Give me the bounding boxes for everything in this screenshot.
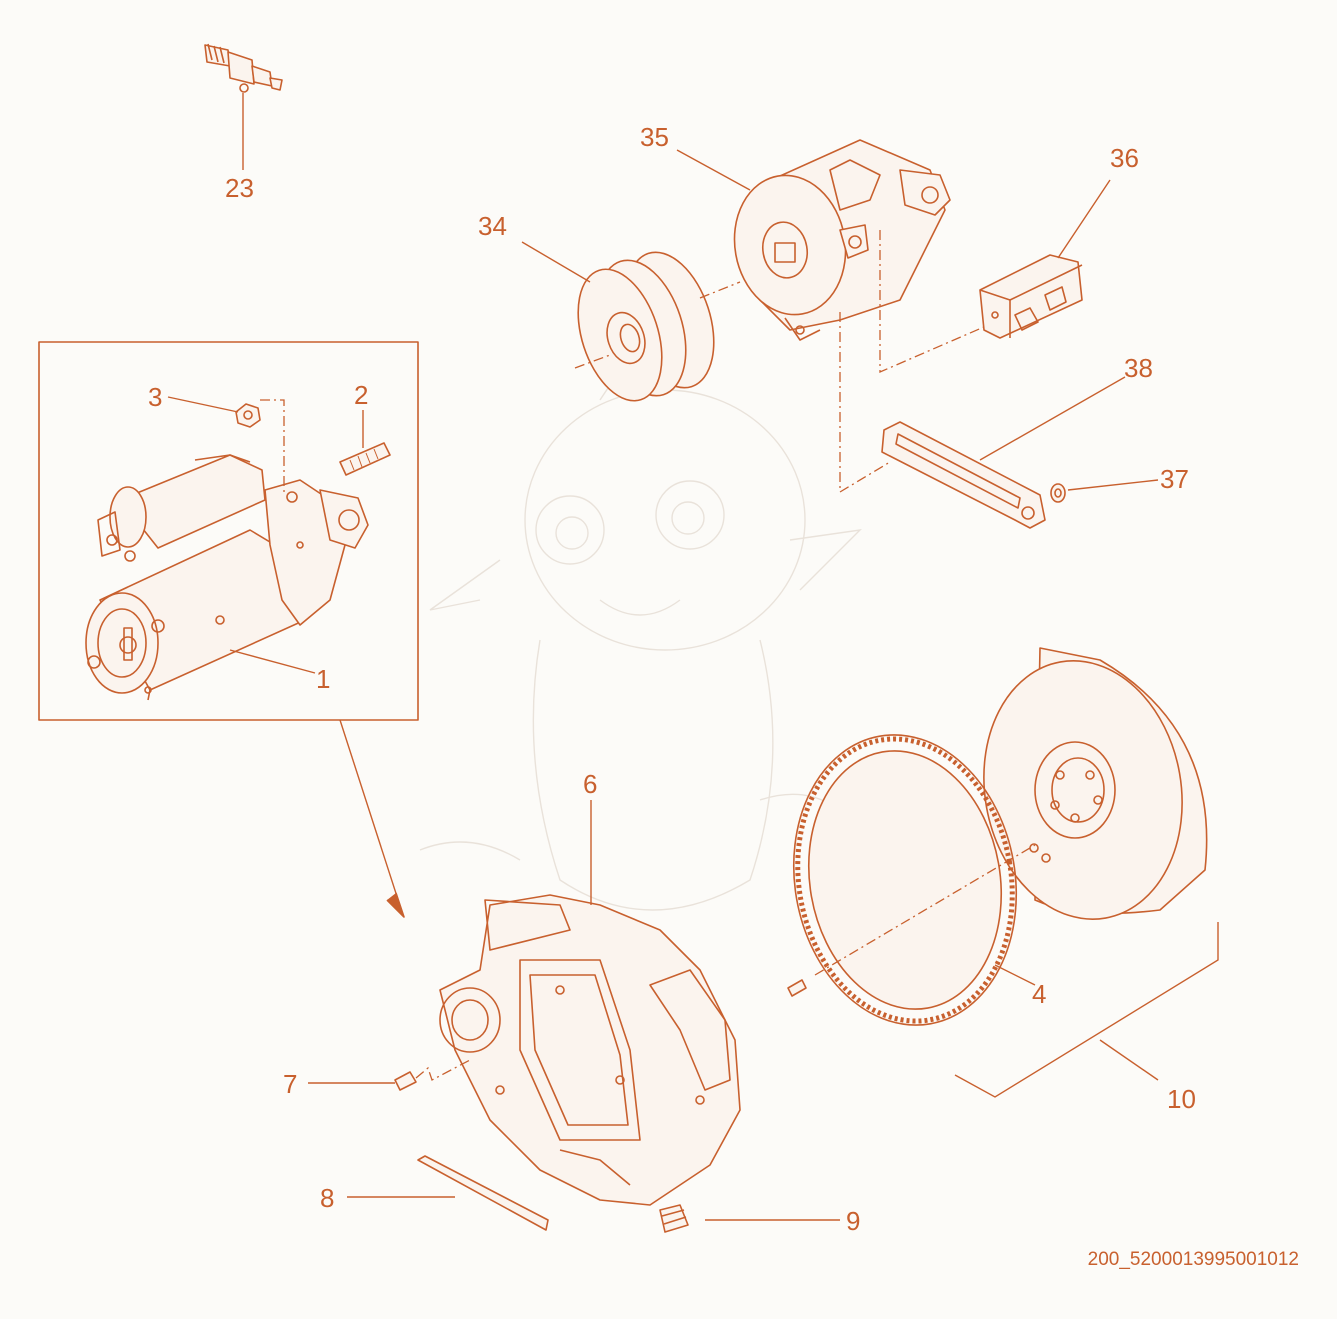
- callout-6: 6: [583, 769, 597, 799]
- callout-4: 4: [1032, 979, 1046, 1009]
- dowel-pin-part: [394, 1071, 417, 1091]
- callout-9: 9: [846, 1206, 860, 1236]
- ring-gear-part: [792, 734, 1018, 1026]
- callout-7: 7: [283, 1069, 297, 1099]
- callout-36: 36: [1110, 143, 1139, 173]
- nut-part: [235, 403, 261, 428]
- callout-38: 38: [1124, 353, 1153, 383]
- callout-23: 23: [225, 173, 254, 203]
- callout-35: 35: [640, 122, 669, 152]
- flywheel-part: [983, 647, 1208, 920]
- starter-inset-frame: [38, 341, 419, 721]
- washer-part: [1050, 483, 1066, 503]
- adjusting-link-part: [881, 421, 1046, 529]
- drawing-id-label: 200_5200013995001012: [1087, 1249, 1299, 1270]
- callout-10: 10: [1167, 1084, 1196, 1114]
- callout-8: 8: [320, 1183, 334, 1213]
- gasket-strip-part: [417, 1155, 549, 1231]
- bracket-part: [979, 254, 1083, 339]
- callout-2: 2: [354, 380, 368, 410]
- dowel-pin-gear: [787, 979, 807, 997]
- flywheel-housing-part: [439, 894, 741, 1206]
- callout-37: 37: [1160, 464, 1189, 494]
- callout-1: 1: [316, 664, 330, 694]
- starter-motor-part: [85, 454, 369, 701]
- alternator-part: [733, 139, 951, 341]
- pulley-part: [577, 251, 715, 402]
- watermark-mascot: [419, 368, 862, 911]
- plug-part: [659, 1204, 689, 1233]
- temp-sender-part: [204, 43, 283, 93]
- callout-34: 34: [478, 211, 507, 241]
- callout-3: 3: [148, 382, 162, 412]
- stud-part: [339, 442, 391, 476]
